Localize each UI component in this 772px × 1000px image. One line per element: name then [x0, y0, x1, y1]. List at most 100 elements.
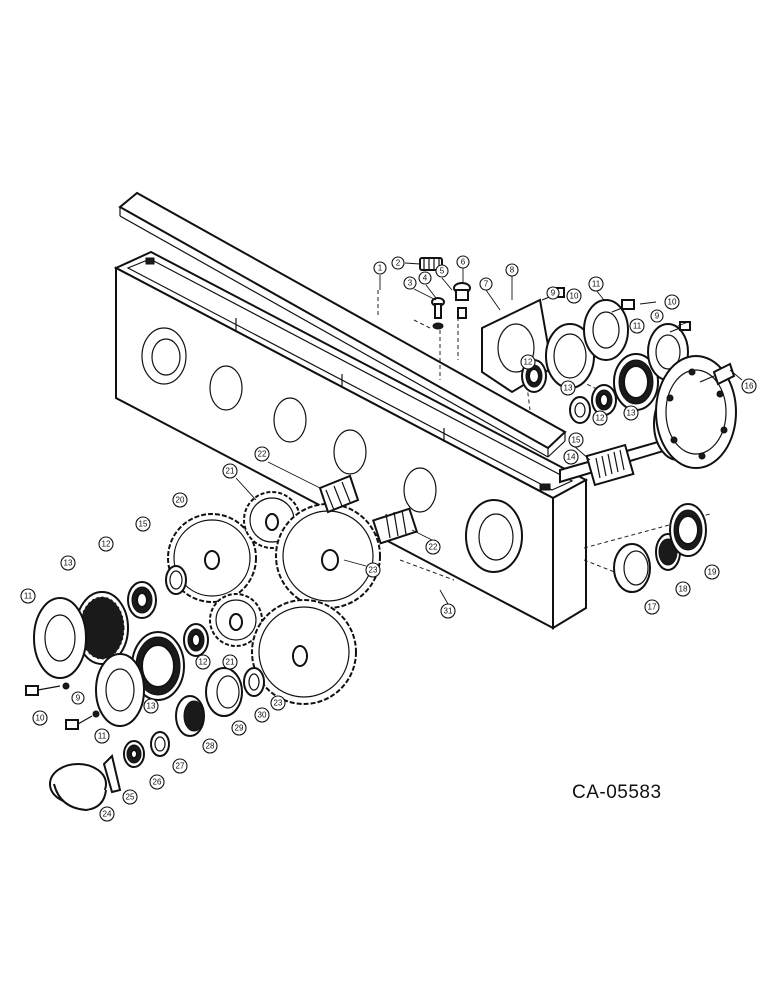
callout-12b: 12 — [592, 410, 608, 426]
callout-12b-label: 12 — [596, 414, 605, 423]
callout-31: 31 — [440, 603, 456, 619]
callout-12a: 12 — [520, 354, 536, 370]
callout-21b-label: 21 — [226, 658, 235, 667]
callout-17: 17 — [644, 599, 660, 615]
spacer-30 — [243, 667, 265, 697]
bearing-race — [669, 503, 707, 557]
callout-28-label: 28 — [206, 742, 215, 751]
callout-9b-label: 9 — [655, 312, 660, 321]
nut-26 — [123, 740, 145, 768]
callout-11a-label: 11 — [592, 280, 601, 289]
callout-12d: 12 — [195, 654, 211, 670]
callout-23a: 23 — [365, 562, 381, 578]
callout-9a: 9 — [546, 286, 560, 300]
callout-24: 24 — [99, 806, 115, 822]
callout-31-label: 31 — [444, 607, 453, 616]
callout-11c-label: 11 — [24, 592, 33, 601]
callout-15a-label: 15 — [572, 436, 581, 445]
callout-10b-label: 10 — [668, 298, 677, 307]
callout-22a-label: 22 — [258, 450, 267, 459]
callout-25-label: 25 — [126, 793, 135, 802]
callout-13d-label: 13 — [147, 702, 156, 711]
callout-11b-label: 11 — [633, 322, 642, 331]
callout-22b: 22 — [425, 539, 441, 555]
retainer-left-upper — [75, 591, 129, 665]
retainer-left-lower — [131, 631, 185, 701]
cotter-pin-25 — [102, 754, 122, 794]
bearing-cup — [613, 543, 651, 593]
callout-13a: 13 — [560, 380, 576, 396]
callout-9a-label: 9 — [551, 289, 556, 298]
callout-26-label: 26 — [153, 778, 162, 787]
callout-6-label: 6 — [461, 258, 466, 267]
callout-3-label: 3 — [408, 279, 413, 288]
callout-21b: 21 — [222, 654, 238, 670]
callout-23b-label: 23 — [274, 699, 283, 708]
callout-13b-label: 13 — [627, 409, 636, 418]
retainer-right-outer — [613, 353, 659, 411]
callout-5-label: 5 — [440, 267, 445, 276]
callout-21a-label: 21 — [226, 467, 235, 476]
callout-4: 4 — [418, 271, 432, 285]
callout-4-label: 4 — [423, 274, 428, 283]
callout-7: 7 — [479, 277, 493, 291]
bearing-left-lower — [183, 623, 209, 657]
callout-29: 29 — [231, 720, 247, 736]
cover-left-lower — [95, 653, 145, 727]
callout-14: 14 — [563, 449, 579, 465]
gear-20 — [167, 513, 257, 603]
callout-3: 3 — [403, 276, 417, 290]
callout-13c-label: 13 — [64, 559, 73, 568]
bearing-cup-29 — [205, 667, 243, 717]
callout-13d: 13 — [143, 698, 159, 714]
callout-16-label: 16 — [745, 382, 754, 391]
callout-13c: 13 — [60, 555, 76, 571]
drawing-code: CA-05583 — [572, 782, 662, 803]
shaft-22-lower — [371, 507, 419, 545]
callout-10a: 10 — [566, 288, 582, 304]
bearing-cone-28 — [175, 695, 205, 737]
callout-29-label: 29 — [235, 724, 244, 733]
callout-6: 6 — [456, 255, 470, 269]
gear-21-lower — [209, 593, 263, 647]
callout-11b: 11 — [629, 318, 645, 334]
cover-left-upper — [33, 597, 87, 679]
callout-21a: 21 — [222, 463, 238, 479]
leader-lines — [235, 262, 743, 605]
callout-13b: 13 — [623, 405, 639, 421]
gear-23-lower — [251, 599, 357, 705]
callout-15b-label: 15 — [139, 520, 148, 529]
callout-24-label: 24 — [103, 810, 112, 819]
callout-12a-label: 12 — [524, 358, 533, 367]
callout-22a: 22 — [254, 446, 270, 462]
callout-19-label: 19 — [708, 568, 717, 577]
shaft-22-upper — [318, 474, 360, 514]
callout-15b: 15 — [135, 516, 151, 532]
flange-bolt — [699, 362, 736, 386]
callout-25: 25 — [122, 789, 138, 805]
gear-23-upper — [275, 503, 381, 609]
callout-11a: 11 — [588, 276, 604, 292]
callout-30: 30 — [254, 707, 270, 723]
callout-11c: 11 — [20, 588, 36, 604]
callout-8-label: 8 — [510, 266, 515, 275]
callout-9c: 9 — [71, 691, 85, 705]
callout-17-label: 17 — [648, 603, 657, 612]
callout-28: 28 — [202, 738, 218, 754]
plug-fitting — [431, 282, 471, 330]
bearing-right-inner — [521, 359, 547, 393]
callout-13a-label: 13 — [564, 384, 573, 393]
callout-11d: 11 — [94, 728, 110, 744]
bearing-left-upper — [127, 581, 157, 619]
callout-23b: 23 — [270, 695, 286, 711]
callout-12c: 12 — [98, 536, 114, 552]
callout-16: 16 — [741, 378, 757, 394]
callout-30-label: 30 — [258, 711, 267, 720]
gear-case-housing — [113, 250, 589, 630]
callout-10c-label: 10 — [36, 714, 45, 723]
callout-26: 26 — [149, 774, 165, 790]
callout-11d-label: 11 — [98, 732, 107, 741]
washer-27 — [150, 731, 170, 757]
callout-20-label: 20 — [176, 496, 185, 505]
